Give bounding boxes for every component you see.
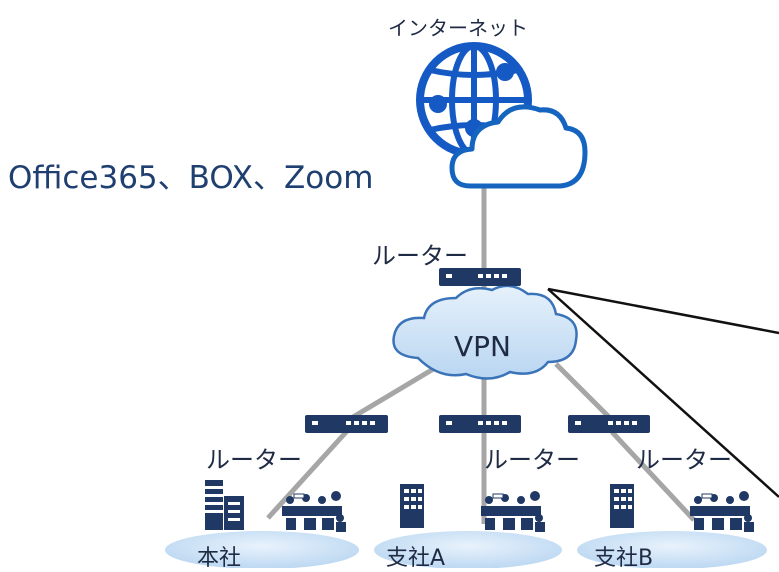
office-people-icon — [282, 491, 346, 532]
site-label-branch-b: 支社B — [594, 546, 654, 571]
building-icon — [610, 484, 634, 528]
building-icon — [400, 484, 424, 528]
cloud-services-label: Office365、BOX、Zoom — [8, 160, 374, 196]
site-label-hq: 本社 — [197, 546, 242, 571]
router-label-branch-a: ルーター — [484, 446, 580, 474]
internet-label: インターネット — [388, 16, 528, 40]
router-label-top: ルーター — [372, 242, 468, 270]
site-platform-hq — [165, 531, 359, 568]
site-platform-a — [374, 531, 562, 568]
cloud-icon — [449, 104, 588, 189]
vpn-cloud — [392, 284, 578, 380]
callout-lines — [547, 287, 779, 498]
router-icon — [305, 415, 388, 433]
office-people-icon — [690, 491, 754, 532]
site-platform-b — [577, 531, 767, 568]
router-icon — [439, 268, 521, 286]
router-icon — [568, 415, 650, 433]
router-label-hq: ルーター — [206, 446, 302, 474]
office-people-icon — [481, 491, 545, 532]
building-icon — [205, 480, 244, 530]
router-label-branch-b: ルーター — [636, 446, 732, 474]
vpn-label: VPN — [454, 330, 511, 363]
site-label-branch-a: 支社A — [386, 546, 446, 571]
router-icon — [439, 415, 521, 433]
